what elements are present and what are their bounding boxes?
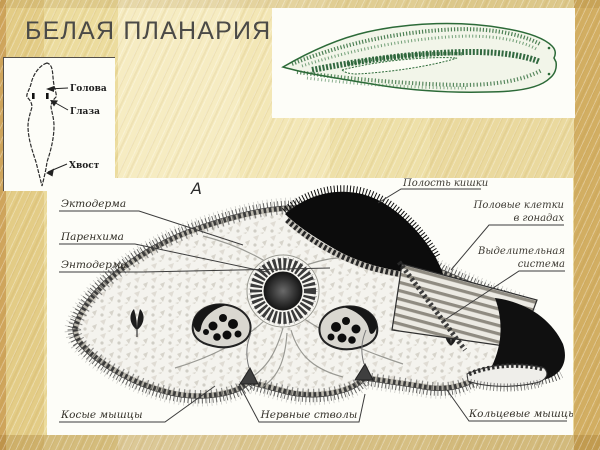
nerve-trunk-right [354, 329, 374, 381]
leader-ectoderm [59, 210, 244, 246]
label-excretory-2: система [518, 259, 565, 270]
eye-left [32, 93, 35, 99]
head-arrow-tip [46, 86, 54, 92]
label-gut-cavity: Полость кишки [402, 178, 488, 189]
label-eyes: Глаза [70, 107, 100, 117]
leader-circular [446, 389, 567, 422]
label-head: Голова [70, 84, 107, 94]
arrows [46, 86, 69, 177]
label-endoderm: Энтодерма [61, 259, 127, 271]
label-ectoderm: Эктодерма [61, 198, 126, 210]
body-outline-panel: Голова Глаза Хвост [3, 57, 115, 191]
eyes-arrow-tip [50, 100, 58, 107]
gonad-right [318, 305, 379, 351]
gut-cell-ring [250, 258, 316, 324]
gut-lumen [263, 271, 303, 311]
body-outline-sketch: Голова Глаза Хвост [26, 62, 107, 187]
label-parenchyma: Паренхима [60, 231, 124, 243]
leader-gut-cavity [377, 188, 481, 204]
label-nerve-trunks: Нервные стволы [260, 409, 358, 421]
head-dot-bottom [547, 72, 551, 76]
slide-title: БЕЛАЯ ПЛАНАРИЯ [25, 17, 272, 45]
nerve-trunk-left [239, 332, 259, 385]
leader-oblique [59, 385, 216, 423]
leader-nerve [238, 383, 366, 423]
label-excretory-1: Выделительная [477, 246, 565, 257]
pharynx-area [341, 57, 458, 75]
leader-excretory [445, 270, 565, 320]
green-planaria-drawing [281, 22, 557, 93]
label-oblique-muscles: Косые мышцы [60, 409, 143, 421]
gonad-left [191, 303, 252, 349]
eye-right [46, 93, 49, 99]
tail-arrow-tip [46, 168, 54, 177]
label-gonad-cells-2: в гонадах [513, 213, 564, 224]
planaria-green-drawing-panel [272, 8, 575, 118]
leader-parenchyma [59, 243, 268, 273]
label-tail: Хвост [69, 161, 100, 171]
muscle-fibres [174, 235, 404, 389]
planaria-outline [26, 62, 57, 187]
gut [246, 254, 320, 328]
leader-lines [59, 188, 567, 423]
label-gonad-cells-1: Половые клетки [473, 200, 564, 211]
figure-letter: А [190, 179, 202, 198]
head-dot-top [547, 46, 551, 50]
hump-hair-fringe [282, 185, 441, 261]
label-circular-muscles: Кольцевые мышцы [468, 408, 573, 420]
stipple-lower-2 [306, 76, 468, 90]
leader-gonads [450, 224, 564, 271]
stipple-upper [291, 27, 541, 66]
leader-endoderm [59, 267, 331, 273]
cross-section-panel: А Эктодерма Паренхима Энтодерма Полость … [47, 178, 573, 435]
planaria-body [281, 22, 557, 93]
bottom-right-bulge [466, 363, 548, 392]
stipple-dense [346, 51, 463, 66]
body-section [72, 205, 544, 399]
cross-section-figure: А Эктодерма Паренхима Энтодерма Полость … [59, 178, 573, 423]
flame-cell-left [130, 309, 144, 337]
